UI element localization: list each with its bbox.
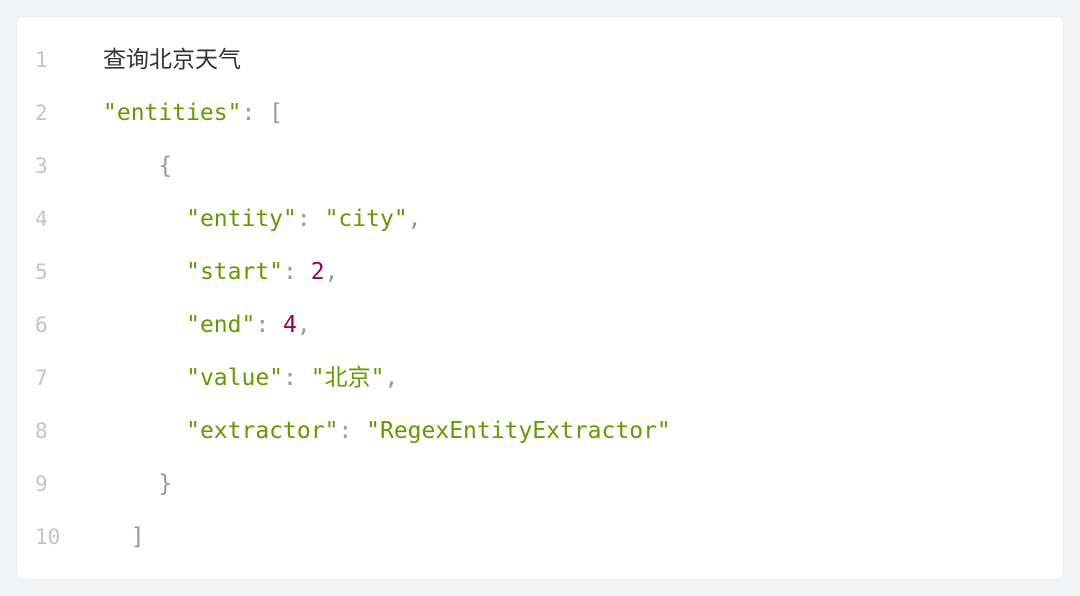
code-line-content: "entity": "city", bbox=[103, 193, 1043, 246]
code-token-string: "entity" bbox=[186, 206, 297, 232]
code-line: 3 { bbox=[35, 140, 1043, 193]
line-number: 3 bbox=[35, 154, 48, 178]
code-token-string: "RegexEntityExtractor" bbox=[366, 418, 671, 444]
code-line: 10 ] bbox=[35, 511, 1043, 564]
code-token-punct: : bbox=[338, 418, 367, 444]
code-line: 1 查询北京天气 bbox=[35, 34, 1043, 87]
code-line-content: 查询北京天气 bbox=[103, 34, 1043, 87]
code-token-string: "北京" bbox=[310, 365, 385, 391]
code-line: 2 "entities": [ bbox=[35, 87, 1043, 140]
code-line: 4 "entity": "city", bbox=[35, 193, 1043, 246]
line-number: 10 bbox=[35, 525, 61, 549]
code-token-punct: , bbox=[324, 259, 339, 285]
code-token-punct: : [ bbox=[241, 100, 284, 126]
code-token-punct: : bbox=[255, 312, 284, 338]
code-line-content: ] bbox=[103, 511, 1043, 564]
code-line: 6 "end": 4, bbox=[35, 299, 1043, 352]
code-token-number: 4 bbox=[283, 312, 297, 338]
code-token-string: "entities" bbox=[103, 100, 242, 126]
code-token-punct: : bbox=[296, 206, 325, 232]
code-token-punct: } bbox=[103, 471, 173, 497]
code-line-content: } bbox=[103, 458, 1043, 511]
code-token-number: 2 bbox=[310, 259, 325, 285]
code-line: 5 "start": 2, bbox=[35, 246, 1043, 299]
line-number: 6 bbox=[35, 313, 48, 337]
code-line-content: "entities": [ bbox=[103, 87, 1043, 140]
code-token-plain bbox=[103, 206, 186, 232]
code-line: 9 } bbox=[35, 458, 1043, 511]
code-token-plain bbox=[103, 365, 186, 391]
code-token-punct: , bbox=[296, 312, 311, 338]
code-line-content: { bbox=[103, 140, 1043, 193]
code-token-string: "value" bbox=[186, 365, 284, 391]
code-token-plain bbox=[103, 259, 186, 285]
line-number: 5 bbox=[35, 260, 48, 284]
code-token-punct: : bbox=[283, 259, 311, 285]
code-token-punct: { bbox=[103, 153, 173, 179]
line-number: 2 bbox=[35, 101, 48, 125]
code-token-string: "city" bbox=[324, 206, 408, 232]
code-token-string: "extractor" bbox=[186, 418, 339, 444]
line-number: 9 bbox=[35, 472, 48, 496]
code-line-content: "extractor": "RegexEntityExtractor" bbox=[103, 405, 1043, 458]
code-token-punct: , bbox=[407, 206, 422, 232]
code-line: 8 "extractor": "RegexEntityExtractor" bbox=[35, 405, 1043, 458]
line-number: 7 bbox=[35, 366, 48, 390]
code-line: 7 "value": "北京", bbox=[35, 352, 1043, 405]
code-token-plain bbox=[103, 418, 186, 444]
line-number: 4 bbox=[35, 207, 48, 231]
code-token-punct: , bbox=[384, 365, 399, 391]
code-token-punct: ] bbox=[103, 524, 145, 550]
code-line-content: "value": "北京", bbox=[103, 352, 1043, 405]
code-token-punct: : bbox=[283, 365, 311, 391]
line-number: 8 bbox=[35, 419, 48, 443]
code-line-content: "start": 2, bbox=[103, 246, 1043, 299]
line-number: 1 bbox=[35, 48, 48, 72]
code-token-plain bbox=[103, 312, 186, 338]
code-token-string: "start" bbox=[186, 259, 284, 285]
code-token-string: "end" bbox=[186, 312, 256, 338]
code-token-plain: 查询北京天气 bbox=[103, 47, 241, 73]
code-line-content: "end": 4, bbox=[103, 299, 1043, 352]
